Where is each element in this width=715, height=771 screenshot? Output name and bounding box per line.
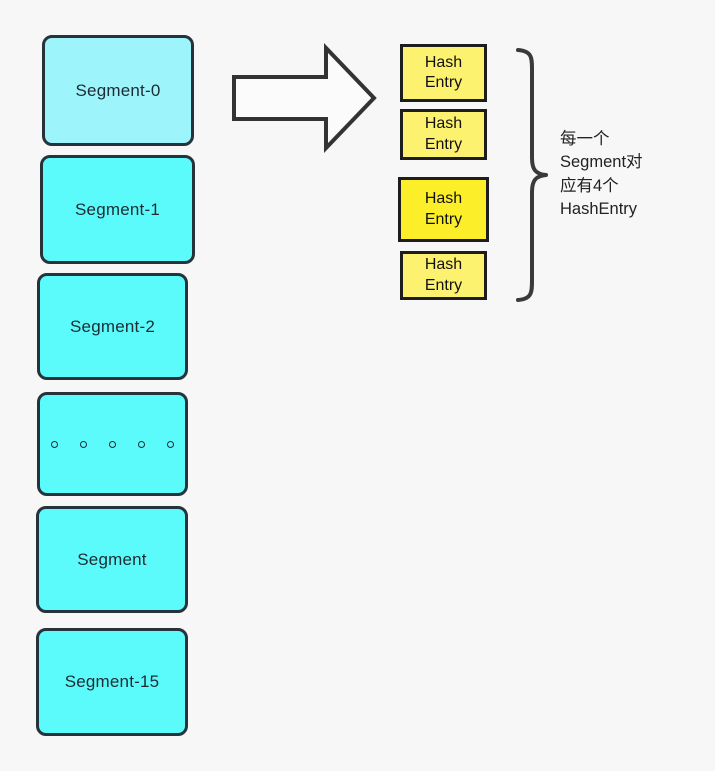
ellipsis-dot [80, 440, 87, 448]
annotation-text: 每一个 Segment对 应有4个 HashEntry [560, 130, 643, 219]
segment-label: Segment [77, 549, 147, 569]
ellipsis-dot [109, 440, 116, 448]
hash-entry-label-line2: Entry [424, 210, 463, 228]
ellipsis-dot [138, 440, 145, 448]
segment-box[interactable]: Segment-2 [37, 273, 188, 380]
hash-entry-label-line1: Hash [424, 256, 463, 274]
segment-box[interactable]: Segment-1 [40, 155, 195, 264]
hash-entry-label-line1: Hash [424, 53, 463, 71]
segment-box[interactable]: Segment-15 [36, 628, 188, 736]
ellipsis-dot [167, 440, 174, 448]
segment-label: Segment-2 [70, 316, 155, 336]
hash-entry-label-line2: Entry [424, 135, 463, 153]
right-block-arrow [232, 43, 377, 153]
hash-entry-label-line1: Hash [424, 190, 463, 208]
segment-box[interactable]: Segment-0 [42, 35, 194, 146]
segment-box[interactable]: Segment [36, 506, 188, 613]
ellipsis-dot [51, 440, 58, 448]
segment-label: Segment-0 [75, 80, 161, 100]
segment-box-ellipsis[interactable] [37, 392, 188, 496]
hash-entry-label-line2: Entry [424, 74, 463, 91]
hash-entry-label-line1: Hash [424, 115, 463, 133]
hash-entry-label-line2: Entry [424, 276, 463, 294]
curly-brace-icon [516, 48, 548, 302]
segment-label: Segment-15 [64, 672, 160, 691]
segment-label: Segment-1 [75, 199, 160, 219]
ellipsis-dots [40, 440, 185, 448]
